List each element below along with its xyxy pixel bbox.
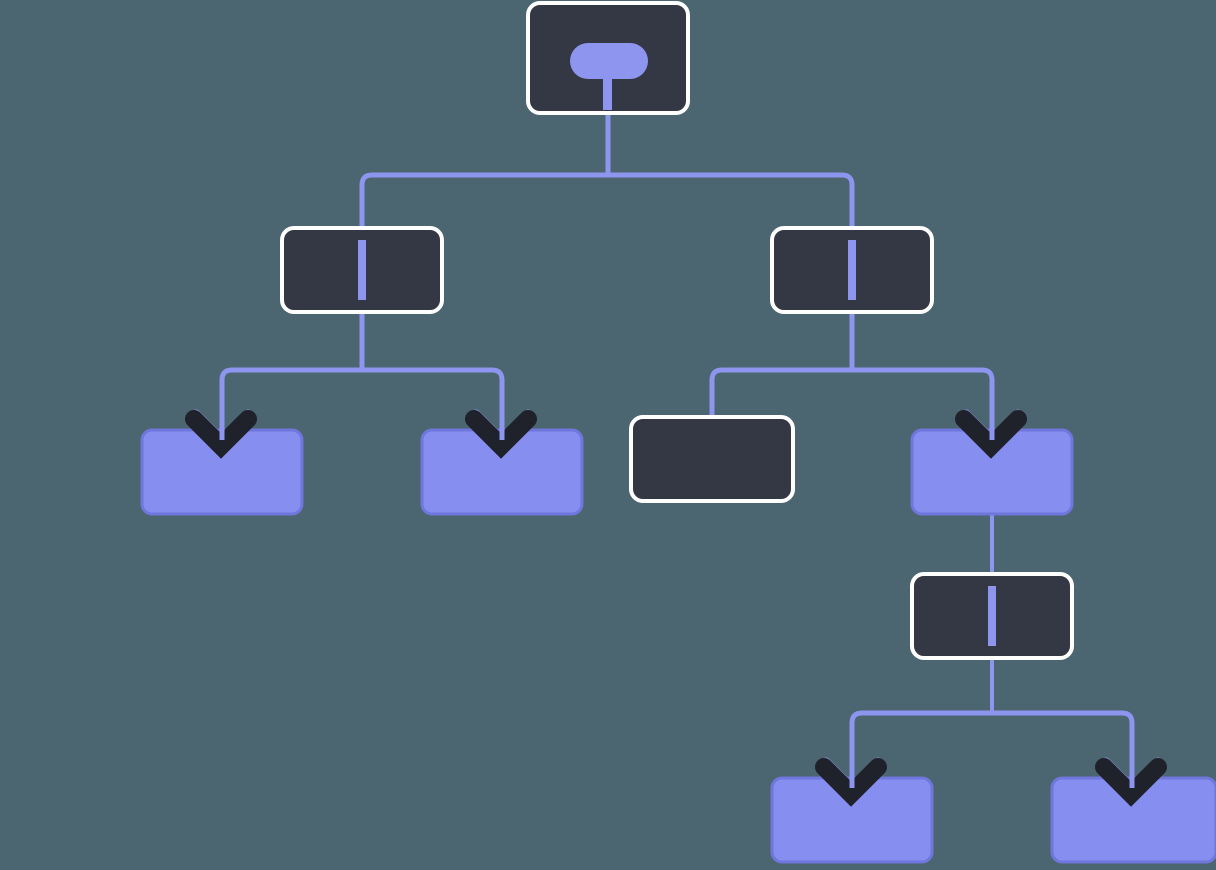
- edge-left-leaf1[interactable]: [219, 367, 362, 455]
- edge-right-empty[interactable]: [709, 367, 852, 418]
- edge-root-left[interactable]: [608, 172, 855, 318]
- arrow-down-icon-leaf-5: [1095, 758, 1167, 807]
- node-branch-right[interactable]: [770, 226, 934, 314]
- edge-right-leaf3[interactable]: [852, 367, 995, 455]
- arrow-down-icon-leaf-4: [815, 758, 887, 807]
- node-root-stem-glyph: [603, 70, 612, 110]
- arrow-down-icon-leaf-1: [185, 410, 257, 459]
- node-root-pill-glyph: [570, 43, 648, 79]
- connector-layer: [219, 88, 1135, 803]
- node-empty-node-box[interactable]: [629, 415, 795, 503]
- arrow-down-icon-leaf-3: [955, 410, 1027, 459]
- node-branch-deep-bar-glyph: [988, 586, 996, 646]
- arrow-down-icon-leaf-2: [465, 410, 537, 459]
- node-branch-right-bar-glyph: [848, 240, 856, 300]
- edge-deep-leaf5[interactable]: [992, 710, 1135, 803]
- node-branch-left-bar-glyph: [358, 240, 366, 300]
- node-empty-node[interactable]: [629, 415, 795, 503]
- arrow-shaft-layer: [219, 400, 1135, 788]
- edge-left-leaf2[interactable]: [362, 367, 505, 455]
- node-branch-left[interactable]: [280, 226, 444, 314]
- node-root[interactable]: [526, 1, 690, 115]
- edge-deep-leaf4[interactable]: [849, 710, 992, 803]
- node-branch-deep[interactable]: [910, 572, 1074, 660]
- arrow-layer: [185, 410, 1167, 807]
- edge-root-left-2[interactable]: [359, 172, 608, 318]
